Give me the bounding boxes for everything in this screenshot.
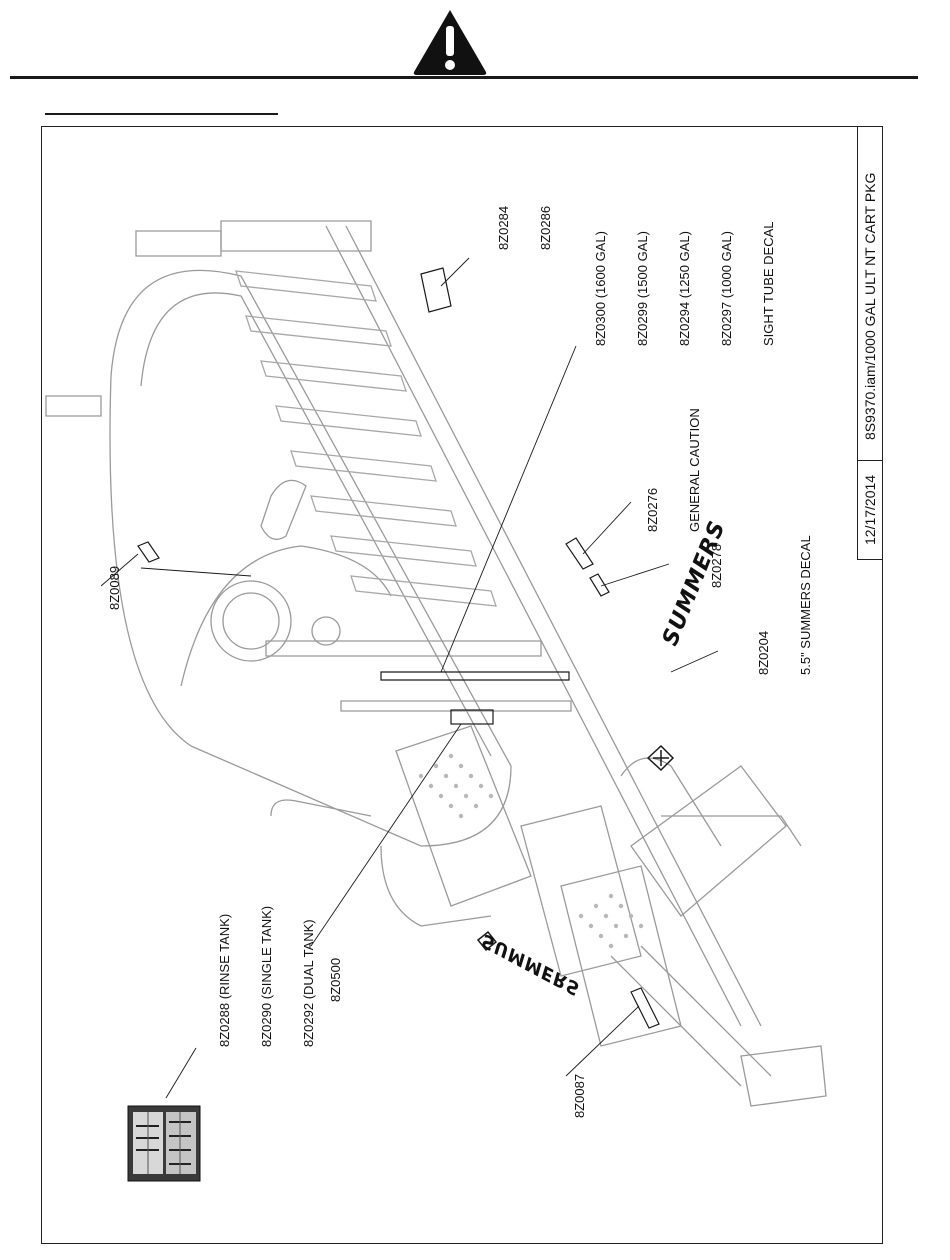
- summers-emblem-lower-icon: [476, 930, 498, 952]
- callout-8Z0089: 8Z0089: [107, 565, 122, 610]
- tank-outline: [109, 269, 512, 847]
- title-block-divider: [857, 460, 883, 461]
- title-block-date: 12/17/2014: [862, 474, 878, 545]
- leader-8Z0087: [565, 1005, 640, 1077]
- rinse-tank-decal-thumbnail: [127, 1105, 201, 1182]
- callout-sight-tube-decal: 8Z0300 (1600 GAL) 8Z0299 (1500 GAL) 8Z02…: [593, 221, 776, 347]
- leader-8Z0204: [670, 650, 719, 673]
- title-block: [857, 126, 883, 560]
- leader-sight: [440, 345, 577, 673]
- drawing-frame: [41, 126, 883, 1244]
- callout-8Z0087: 8Z0087: [572, 1073, 587, 1118]
- leader-rinse: [165, 1047, 197, 1099]
- section-title-underline: [45, 113, 278, 115]
- leader-8Z0500: [310, 723, 462, 947]
- title-block-drawing-name: 8S9370.iam/1000 GAL ULT NT CART PKG: [862, 172, 878, 440]
- decal-8Z0087: [630, 987, 660, 1029]
- leader-8Z0089: [100, 553, 252, 587]
- sprayer-cart-drawing: [45, 220, 827, 1182]
- summers-emblem-icon: [646, 744, 675, 772]
- callout-8Z0284: 8Z0284 8Z0286: [496, 205, 553, 250]
- decal-8Z0278: [589, 573, 610, 597]
- decal-8Z0089: [137, 541, 160, 563]
- callout-8Z0276: 8Z0276 GENERAL CAUTION: [645, 408, 702, 532]
- callout-rinse-tank: 8Z0288 (RINSE TANK) 8Z0290 (SINGLE TANK)…: [217, 905, 316, 1047]
- leader-8Z0284: [440, 257, 470, 287]
- decal-8Z0500: [450, 709, 494, 725]
- header-rule: [10, 76, 918, 79]
- decal-8Z0276: [565, 537, 594, 570]
- frame-rail: [325, 225, 762, 1027]
- leader-8Z0278: [600, 563, 670, 587]
- decal-8Z0284: [420, 267, 452, 313]
- callout-8Z0204: 8Z0204 5.5" SUMMERS DECAL: [756, 535, 813, 675]
- warning-triangle-icon: [413, 10, 487, 75]
- decal-sight-tube: [380, 671, 570, 681]
- leader-8Z0276: [582, 501, 632, 555]
